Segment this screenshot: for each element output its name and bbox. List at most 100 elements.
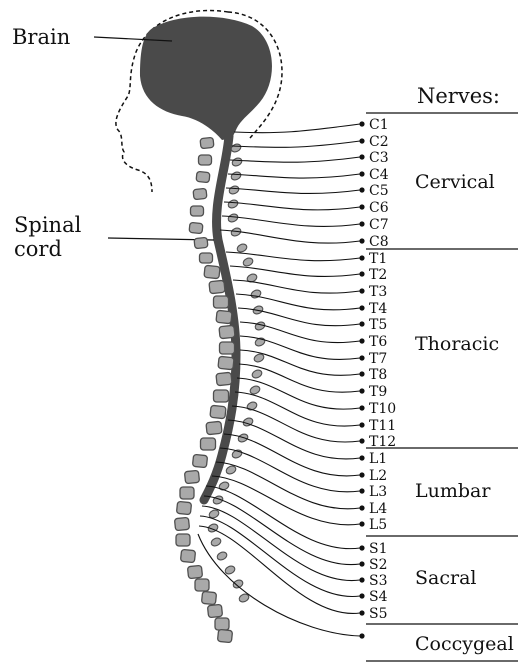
nerve-endpoint-c8 xyxy=(359,238,364,243)
vertebra xyxy=(207,604,222,617)
vertebral-process xyxy=(231,157,243,168)
nerve-label-c5: C5 xyxy=(369,183,389,199)
nerve-line-c5 xyxy=(226,188,360,193)
vertebra xyxy=(201,591,216,604)
nerve-endpoint-t7 xyxy=(359,355,364,360)
vertebra xyxy=(191,206,204,216)
nerve-line-l4 xyxy=(216,462,360,509)
vertebra xyxy=(201,438,216,450)
nerve-line-s1 xyxy=(206,486,360,549)
vertebral-process xyxy=(242,257,254,268)
vertebra xyxy=(216,372,232,386)
vertebral-process xyxy=(227,213,239,224)
nerve-endpoint-s4 xyxy=(359,593,364,598)
nerves-heading: Nerves: xyxy=(417,84,500,108)
nerve-line-c7 xyxy=(222,216,360,226)
nerve-line-c2 xyxy=(232,141,360,147)
nerve-line-c1 xyxy=(234,124,360,133)
region-label-lumbar: Lumbar xyxy=(415,480,491,502)
vertebra xyxy=(200,137,214,148)
nerve-endpoint-l5 xyxy=(359,521,364,526)
nerve-line-c8 xyxy=(220,230,360,243)
nerve-label-l5: L5 xyxy=(369,517,387,533)
nerve-label-t8: T8 xyxy=(369,367,387,383)
nerve-label-t6: T6 xyxy=(369,334,387,350)
nerve-label-t4: T4 xyxy=(369,301,387,317)
vertebra xyxy=(180,549,195,562)
nerve-endpoint-l1 xyxy=(359,455,364,460)
vertebra xyxy=(214,296,229,308)
nerve-endpoint-c7 xyxy=(359,221,364,226)
nerve-label-l4: L4 xyxy=(369,501,387,517)
nerve-line-t3 xyxy=(233,280,360,293)
nerve-label-c8: C8 xyxy=(369,234,389,250)
nerve-endpoint-c5 xyxy=(359,187,364,192)
vertebra xyxy=(210,405,226,419)
brain-shape xyxy=(140,17,272,140)
nerve-endpoint-t8 xyxy=(359,371,364,376)
nerve-label-s5: S5 xyxy=(369,606,388,622)
vertebra xyxy=(199,155,212,165)
vertebral-process xyxy=(250,289,262,300)
vertebral-process xyxy=(224,565,236,576)
spinal-cord-label-line1: Spinal xyxy=(14,213,82,237)
vertebra xyxy=(193,188,207,199)
vertebra xyxy=(209,280,225,294)
nerve-label-c7: C7 xyxy=(369,217,389,233)
vertebra xyxy=(176,534,190,546)
spinal-cord-label-line2: cord xyxy=(14,237,62,261)
nerve-endpoint-t11 xyxy=(359,422,364,427)
nerve-endpoint-l2 xyxy=(359,472,364,477)
nerve-endpoint-t9 xyxy=(359,388,364,393)
nerve-label-l1: L1 xyxy=(369,451,387,467)
nerve-line-s2 xyxy=(204,496,360,565)
nerve-label-t1: T1 xyxy=(369,251,387,267)
vertebral-process xyxy=(236,243,248,254)
vertebra xyxy=(195,579,209,591)
vertebra xyxy=(219,325,235,339)
vertebra xyxy=(187,565,202,578)
nerve-label-c4: C4 xyxy=(369,167,389,183)
region-label-sacral: Sacral xyxy=(415,567,476,589)
vertebra xyxy=(216,310,232,324)
vertebra xyxy=(194,237,208,248)
region-label-thoracic: Thoracic xyxy=(415,333,499,355)
nerve-label-c2: C2 xyxy=(369,134,389,150)
vertebral-process xyxy=(230,171,242,182)
nerve-endpoint-c3 xyxy=(359,154,364,159)
nerve-line-t5 xyxy=(238,308,360,326)
vertebra xyxy=(196,171,210,182)
vertebra xyxy=(214,390,229,402)
region-label-cervical: Cervical xyxy=(415,171,495,193)
vertebra xyxy=(174,517,189,530)
region-label-coccygeal: Coccygeal xyxy=(415,633,514,655)
nerve-endpoint-s2 xyxy=(359,561,364,566)
vertebra xyxy=(180,487,194,499)
nerve-label-t11: T11 xyxy=(369,418,396,434)
nerve-label-c1: C1 xyxy=(369,117,389,133)
nerve-endpoint-s5 xyxy=(359,610,364,615)
nerve-endpoint-t5 xyxy=(359,321,364,326)
nerve-label-t9: T9 xyxy=(369,384,387,400)
nerve-label-t5: T5 xyxy=(369,317,387,333)
nerve-labels: C1C2C3C4C5C6C7C8T1T2T3T4T5T6T7T8T9T10T11… xyxy=(369,117,396,622)
vertebral-column-front xyxy=(174,137,235,642)
region-separators xyxy=(366,249,518,661)
vertebra xyxy=(176,501,191,514)
nerve-label-s3: S3 xyxy=(369,573,388,589)
vertebral-process xyxy=(228,185,240,196)
vertebral-process xyxy=(227,199,239,210)
nerve-label-t7: T7 xyxy=(369,351,387,367)
nerve-label-l3: L3 xyxy=(369,484,387,500)
nerve-label-s4: S4 xyxy=(369,589,388,605)
vertebra xyxy=(204,265,220,279)
nerve-endpoint-l4 xyxy=(359,505,364,510)
vertebra xyxy=(220,342,235,354)
nerve-line-s5 xyxy=(199,526,360,613)
nerve-label-t12: T12 xyxy=(369,434,396,450)
vertebra xyxy=(206,421,222,435)
nerve-label-t3: T3 xyxy=(369,284,387,300)
nerve-endpoint-l3 xyxy=(359,488,364,493)
vertebral-process xyxy=(210,537,222,548)
